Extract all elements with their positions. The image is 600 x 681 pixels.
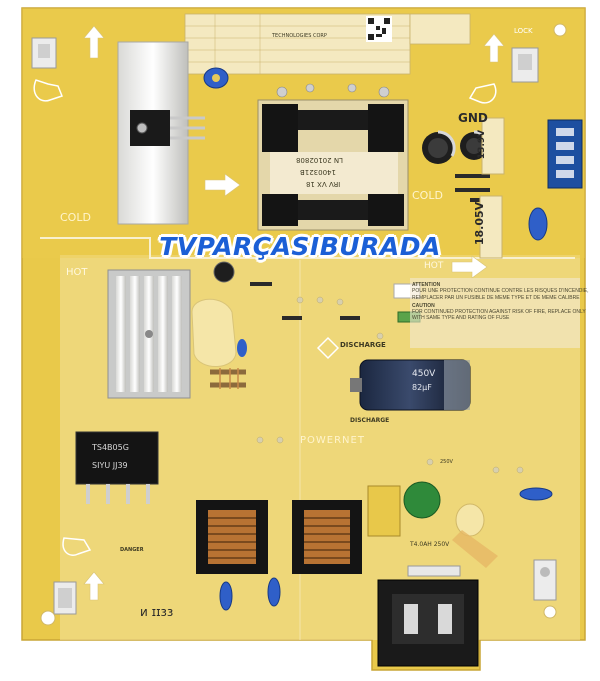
danger-label: DANGER bbox=[120, 547, 144, 553]
bulk-capacitor bbox=[350, 359, 471, 411]
connector-top-left bbox=[31, 37, 57, 69]
connector-bottom-left bbox=[53, 581, 77, 615]
qr-code bbox=[366, 16, 392, 42]
watermark-text: TVPARÇASIBURADA bbox=[159, 232, 441, 261]
connector-bottom-right bbox=[533, 559, 557, 601]
capacitor-uf-label: 82μF bbox=[412, 383, 432, 392]
capacitor-voltage-label: 450V bbox=[412, 369, 436, 379]
transformer-code-1: LN 20102808 bbox=[296, 156, 343, 164]
cold-label-left: COLD bbox=[60, 211, 91, 224]
x-capacitor bbox=[367, 485, 401, 537]
caution-title-fr: ATTENTION bbox=[412, 282, 441, 288]
discharge-label-2: DISCHARGE bbox=[350, 417, 390, 424]
caution-title-en: CAUTION bbox=[412, 302, 435, 309]
capacitor-cold-1 bbox=[422, 130, 456, 164]
hot-label-left: HOT bbox=[66, 267, 88, 278]
resistors bbox=[210, 369, 246, 388]
hot-label-right: HOT bbox=[424, 261, 444, 271]
y-capacitor-blob bbox=[191, 298, 237, 367]
bridge-rectifier-label: TS4B05G bbox=[92, 443, 129, 452]
lock-label: LOCK bbox=[514, 27, 533, 35]
discharge-label-1: DISCHARGE bbox=[340, 341, 386, 349]
bottom-mark: ᴎ ɪɪɜɜ bbox=[140, 605, 174, 619]
hand-icon-danger bbox=[33, 79, 497, 556]
bridge-rectifier bbox=[75, 431, 159, 504]
heatsink-hot bbox=[107, 269, 191, 399]
regulator-ic bbox=[130, 110, 170, 146]
connector-top-right bbox=[511, 47, 539, 83]
fuse bbox=[407, 565, 461, 577]
caution-text-en: FOR CONTINUED PROTECTION AGAINST RISK OF… bbox=[412, 309, 586, 322]
small-capacitor-hot bbox=[213, 261, 235, 283]
transformer-code-3: IRV VX 18 bbox=[306, 180, 341, 188]
manufacturer-label: TECHNOLOGIES CORP bbox=[272, 33, 327, 39]
varistor bbox=[403, 481, 441, 519]
blue-capacitor-right bbox=[528, 207, 548, 241]
transformer-code-2: 1400321B bbox=[300, 168, 336, 176]
bridge-rectifier-code: SIYU JJ39 bbox=[92, 461, 128, 470]
choke-left bbox=[196, 500, 268, 574]
transformer bbox=[257, 99, 409, 231]
gnd-label: GND bbox=[458, 111, 488, 125]
cap-small-label: 250V bbox=[440, 459, 453, 465]
fuse-rating-label: T4.0AH 250V bbox=[410, 541, 450, 548]
choke-right bbox=[292, 500, 362, 574]
caution-text-fr: POUR UNE PROTECTION CONTINUE CONTRE LES … bbox=[412, 288, 589, 301]
brand-label: POWERNET bbox=[300, 435, 365, 446]
cold-label-right: COLD bbox=[412, 189, 443, 202]
voltage-small-label: 13.9V bbox=[477, 129, 488, 160]
ac-inlet bbox=[377, 579, 479, 667]
caution-block: ATTENTION POUR UNE PROTECTION CONTINUE C… bbox=[412, 282, 592, 322]
